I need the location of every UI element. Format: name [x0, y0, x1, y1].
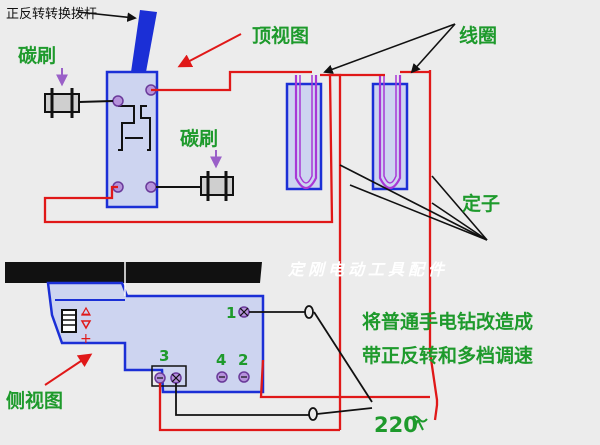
coil-label: 线圈 — [459, 24, 497, 47]
carbon-brush-right — [156, 171, 234, 201]
wire-terminal-2 — [259, 359, 430, 399]
brush-right-label: 碳刷 — [180, 127, 218, 150]
wire-coil-left-down — [320, 73, 342, 430]
trigger-top — [5, 262, 262, 283]
watermark: 定刚电动工具配件 — [287, 260, 448, 279]
terminal-1-label: 1 — [226, 304, 236, 322]
wiring-black — [175, 311, 373, 416]
description-line-2: 带正反转和多档调速 — [362, 344, 533, 367]
wire-terminal-3 — [158, 383, 340, 432]
mains-plug-2 — [308, 407, 318, 421]
speed-wheel — [61, 309, 77, 333]
description-line-1: 将普通手电钻改造成 — [362, 310, 533, 333]
dial-minus: − — [80, 307, 90, 321]
side-view-label: 侧视图 — [6, 389, 63, 412]
side-view-arrow — [44, 353, 93, 386]
dial-arrow-down — [80, 320, 92, 330]
coil-left — [285, 75, 323, 191]
wire-coil-right-to-mains — [428, 70, 439, 421]
reversing-lever — [131, 10, 157, 72]
top-view-arrow — [177, 33, 242, 68]
coil-right — [371, 75, 409, 191]
lever-label: 正反转转换拨杆 — [6, 7, 97, 22]
dial-arrow-up — [80, 306, 92, 316]
wire-terminal-3b — [175, 383, 309, 416]
wire-switch-to-coil-bridge — [43, 73, 385, 224]
switch-top-view — [105, 10, 159, 209]
stator-label: 定子 — [462, 192, 500, 215]
ac-symbol-icon — [410, 415, 428, 431]
dial-plus: + — [80, 331, 92, 347]
wiring-red — [43, 70, 439, 432]
mains-plug-1 — [304, 305, 314, 319]
terminal-4-label: 4 — [216, 351, 226, 369]
internal-contacts — [118, 105, 151, 151]
terminal-3-label: 3 — [159, 347, 169, 365]
carbon-brush-left — [44, 88, 114, 118]
terminal-2-label: 2 — [238, 351, 248, 369]
brush-left-label: 碳刷 — [18, 44, 56, 67]
terminal-3-block — [151, 365, 187, 387]
top-view-label: 顶视图 — [252, 24, 309, 47]
wire-switch-to-coil-left — [151, 70, 312, 92]
switch-side-view: − + — [5, 262, 265, 394]
pointer-lines — [77, 11, 488, 241]
voltage-label: 220 — [374, 413, 418, 437]
